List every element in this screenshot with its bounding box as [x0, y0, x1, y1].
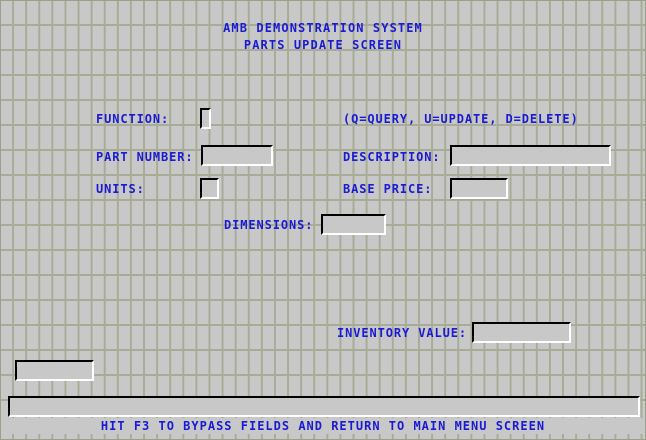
- part-number-label: PART NUMBER:: [96, 150, 194, 164]
- description-input[interactable]: [450, 145, 611, 166]
- dimensions-label: DIMENSIONS:: [224, 218, 314, 232]
- function-hint: (Q=QUERY, U=UPDATE, D=DELETE): [343, 112, 579, 126]
- inventory-value-label: INVENTORY VALUE:: [337, 326, 467, 340]
- units-input[interactable]: [200, 178, 219, 199]
- description-label: DESCRIPTION:: [343, 150, 441, 164]
- inventory-value-input[interactable]: [472, 322, 571, 343]
- page-title-line1: AMB DEMONSTRATION SYSTEM: [223, 21, 423, 35]
- footer-help-text: HIT F3 TO BYPASS FIELDS AND RETURN TO MA…: [0, 418, 646, 434]
- units-label: UNITS:: [96, 182, 145, 196]
- scratch-input[interactable]: [15, 360, 94, 381]
- function-label: FUNCTION:: [96, 112, 170, 126]
- base-price-label: BASE PRICE:: [343, 182, 433, 196]
- part-number-input[interactable]: [201, 145, 273, 166]
- dimensions-input[interactable]: [321, 214, 386, 235]
- base-price-input[interactable]: [450, 178, 508, 199]
- function-input[interactable]: [200, 108, 211, 129]
- page-title-line2: PARTS UPDATE SCREEN: [243, 38, 403, 52]
- message-input[interactable]: [8, 396, 640, 417]
